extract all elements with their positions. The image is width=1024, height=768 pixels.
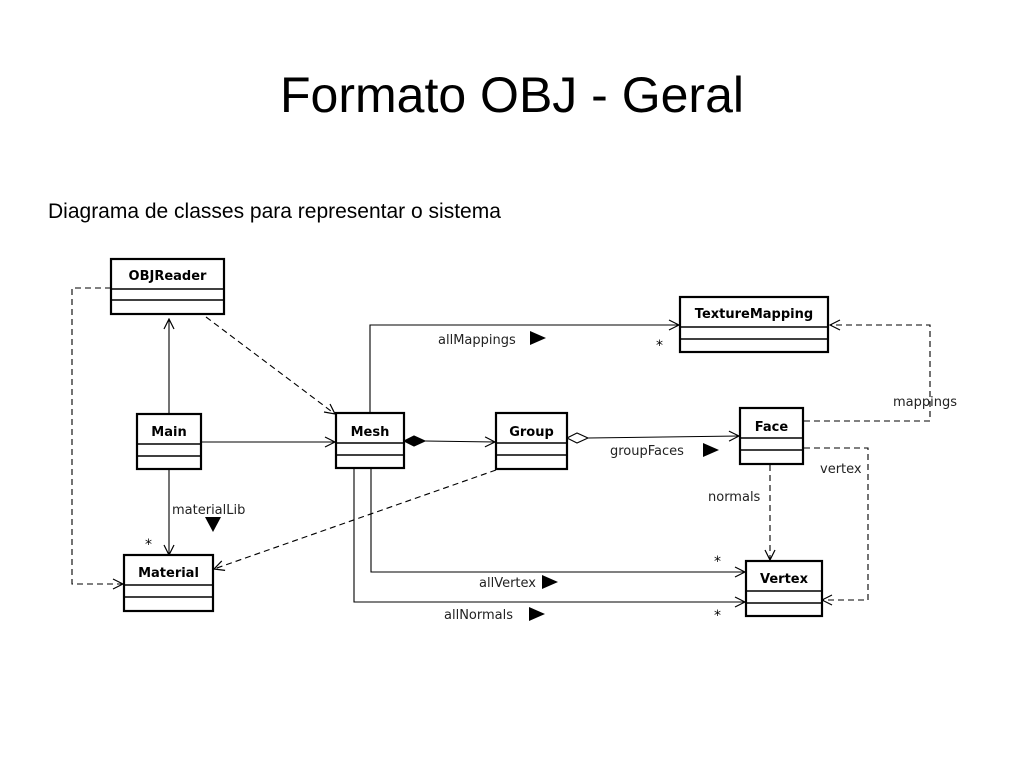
class-objreader-name: OBJReader bbox=[129, 269, 208, 284]
relationships bbox=[71, 287, 931, 602]
class-material-name: Material bbox=[138, 566, 199, 581]
class-main-name: Main bbox=[151, 425, 186, 440]
label-allnormals: allNormals bbox=[444, 608, 513, 623]
class-mesh-name: Mesh bbox=[351, 425, 390, 440]
materiallib-direction-icon bbox=[205, 517, 221, 532]
multiplicity-vertex-allvertex: * bbox=[714, 554, 721, 570]
objreader-to-mesh-dependency bbox=[205, 316, 335, 414]
multiplicities: * * * * bbox=[145, 338, 721, 624]
face-to-texturemapping-dependency bbox=[804, 325, 931, 422]
objreader-to-material-dependency bbox=[71, 287, 123, 584]
label-mappings: mappings bbox=[893, 395, 957, 410]
multiplicity-vertex-allnormals: * bbox=[714, 608, 721, 624]
class-main[interactable]: Main bbox=[135, 412, 203, 471]
class-objreader[interactable]: OBJReader bbox=[109, 257, 226, 316]
slide-title: Formato OBJ - Geral bbox=[280, 67, 744, 123]
mesh-to-texturemapping-association bbox=[369, 325, 679, 413]
class-face[interactable]: Face bbox=[738, 406, 805, 466]
mesh-to-group-composition bbox=[424, 441, 495, 442]
class-face-name: Face bbox=[755, 420, 789, 435]
class-material[interactable]: Material bbox=[122, 553, 215, 613]
allmappings-direction-icon bbox=[530, 331, 546, 345]
mesh-to-vertex-allvertex bbox=[370, 469, 745, 572]
class-vertex[interactable]: Vertex bbox=[744, 559, 824, 618]
allvertex-direction-icon bbox=[542, 575, 558, 589]
label-vertex: vertex bbox=[820, 462, 862, 477]
label-allvertex: allVertex bbox=[479, 576, 536, 591]
slide-subtitle: Diagrama de classes para representar o s… bbox=[48, 200, 501, 223]
label-materiallib: materialLib bbox=[172, 503, 245, 518]
composition-diamond bbox=[402, 435, 427, 447]
multiplicity-material: * bbox=[145, 537, 152, 553]
association-labels: allMappings groupFaces mappings vertex n… bbox=[172, 333, 957, 623]
class-group-name: Group bbox=[509, 425, 554, 440]
multiplicity-texturemapping: * bbox=[656, 338, 663, 354]
direction-markers bbox=[205, 331, 719, 621]
label-normals: normals bbox=[708, 490, 761, 505]
class-vertex-name: Vertex bbox=[760, 572, 809, 587]
mesh-to-vertex-allnormals bbox=[353, 469, 745, 602]
groupfaces-direction-icon bbox=[703, 443, 719, 457]
allnormals-direction-icon bbox=[529, 607, 545, 621]
group-to-material-dependency bbox=[214, 469, 497, 569]
label-allmappings: allMappings bbox=[438, 333, 516, 348]
class-mesh[interactable]: Mesh bbox=[334, 411, 406, 470]
class-texturemapping-name: TextureMapping bbox=[695, 307, 813, 322]
face-to-vertex-vertex bbox=[804, 447, 869, 600]
aggregation-diamond bbox=[565, 432, 590, 444]
class-group[interactable]: Group bbox=[494, 411, 569, 471]
group-to-face-aggregation bbox=[587, 436, 739, 438]
class-texturemapping[interactable]: TextureMapping bbox=[678, 295, 830, 354]
label-groupfaces: groupFaces bbox=[610, 444, 684, 459]
